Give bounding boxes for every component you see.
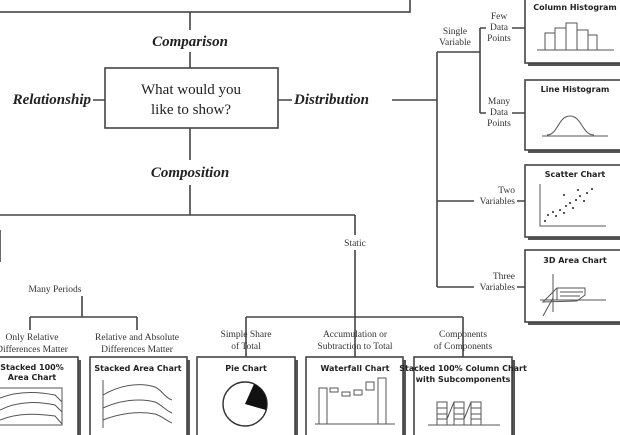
- question-line-2: like to show?: [151, 102, 231, 118]
- line-histogram-title: Line Histogram: [541, 85, 610, 94]
- question-box: [104, 67, 279, 129]
- area-chart-3d-box[interactable]: 3D Area Chart: [524, 249, 620, 325]
- area-3d-icon: [540, 274, 606, 317]
- column-histogram-title: Column Histogram: [533, 3, 617, 12]
- relationship-label: Relationship: [12, 92, 92, 108]
- comparison-box: [0, 0, 411, 13]
- composition-label: Composition: [151, 165, 229, 181]
- pie-slice-icon: [245, 384, 267, 410]
- connector-lines: [0, 12, 525, 357]
- stacked-100-area-title: Stacked 100%Area Chart: [0, 363, 63, 382]
- stacked-area-icon: [102, 380, 173, 428]
- line-histogram-box[interactable]: Line Histogram: [524, 79, 620, 153]
- column-histogram-box[interactable]: Column Histogram: [524, 0, 620, 66]
- pie-chart-box[interactable]: Pie Chart: [196, 356, 298, 435]
- static-label: Static: [344, 239, 366, 249]
- waterfall-chart-title: Waterfall Chart: [320, 364, 389, 373]
- question-line-1: What would you: [141, 82, 241, 98]
- scatter-axes-icon: [539, 184, 606, 227]
- comparison-label: Comparison: [152, 34, 228, 50]
- stacked-area-box[interactable]: Stacked Area Chart: [89, 356, 190, 435]
- waterfall-icon: [315, 377, 395, 425]
- scatter-chart-box[interactable]: Scatter Chart: [524, 164, 620, 240]
- pie-chart-title: Pie Chart: [225, 364, 267, 373]
- stacked-column-icon: [428, 401, 500, 426]
- distribution-label: Distribution: [293, 92, 369, 108]
- area-chart-3d-title: 3D Area Chart: [543, 256, 607, 265]
- many-periods-label: Many Periods: [28, 285, 81, 295]
- scatter-chart-title: Scatter Chart: [545, 170, 606, 179]
- stacked-100-area-box[interactable]: Stacked 100%Area Chart: [0, 356, 81, 435]
- bell-curve-icon: [542, 115, 608, 137]
- waterfall-chart-box[interactable]: Waterfall Chart: [305, 356, 406, 435]
- column-histogram-icon: [537, 22, 614, 51]
- scatter-dots-icon: [544, 188, 593, 222]
- stacked-area-title: Stacked Area Chart: [94, 364, 181, 373]
- stacked-100-area-icon: [0, 387, 63, 426]
